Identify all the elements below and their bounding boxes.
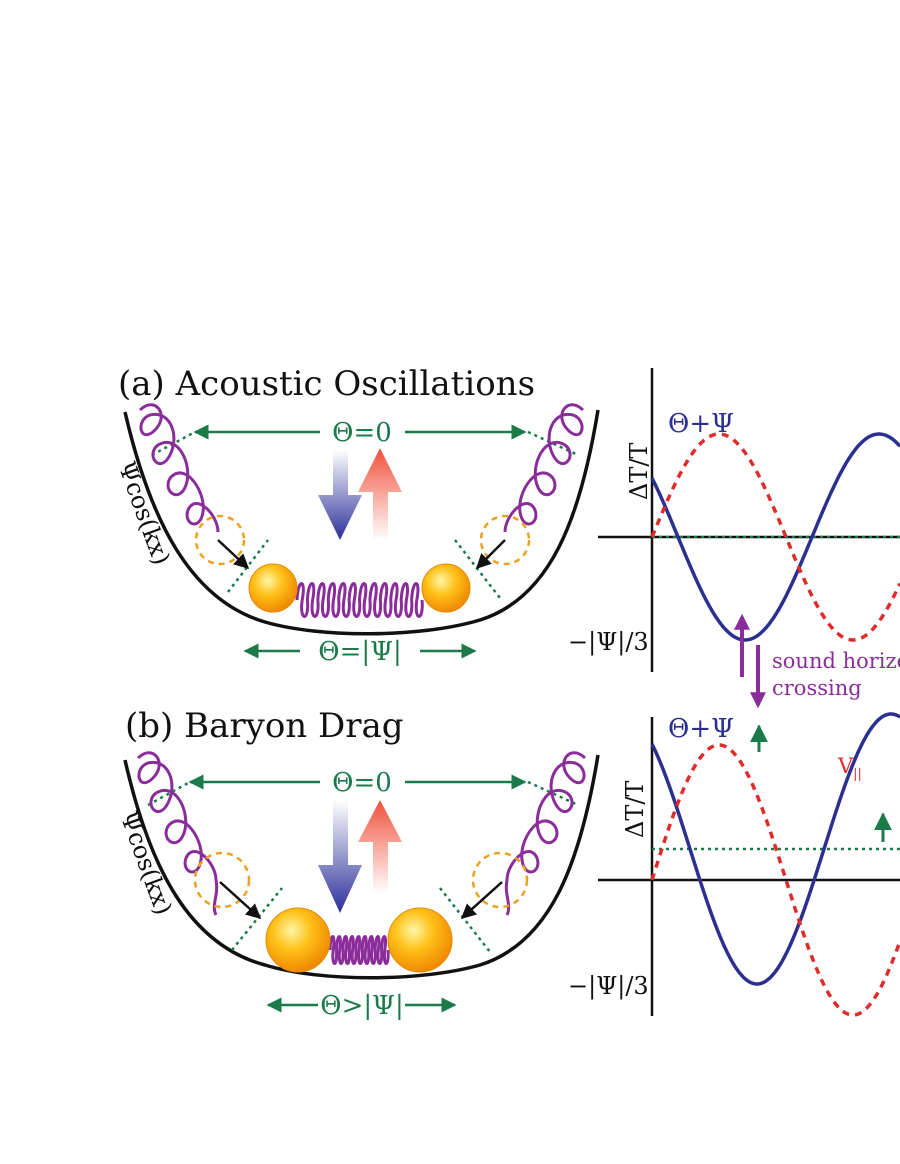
spring-icon-right-b bbox=[504, 751, 587, 916]
tangent-top-right-b bbox=[527, 780, 579, 807]
min-label-b: −|Ψ|/3 bbox=[568, 972, 649, 1001]
panel-b-title: (b) Baryon Drag bbox=[125, 706, 404, 746]
axis-label-a: ΔT/T bbox=[625, 443, 653, 500]
potential-well-b bbox=[123, 754, 600, 980]
cold-arrow-icon-b bbox=[318, 800, 362, 913]
force-arrow-right bbox=[475, 539, 506, 570]
velocity-label-b: V|| bbox=[837, 754, 862, 782]
theta-psi-label-b: Θ+Ψ bbox=[668, 714, 734, 744]
panel-a: (a) Acoustic Oscillations Ψcos(kx) Θ=0 bbox=[112, 364, 900, 672]
baryon-ball-icon-left-b bbox=[265, 907, 331, 973]
theta-plus-psi-curve-b bbox=[650, 712, 900, 986]
rest-position-right bbox=[479, 514, 531, 566]
sound-horizon-line1: sound horizon bbox=[772, 649, 900, 673]
velocity-curve-b bbox=[650, 743, 900, 1017]
spring-icon-left bbox=[138, 403, 220, 533]
tangent-top-right bbox=[527, 430, 579, 457]
hot-arrow-icon-b bbox=[358, 800, 402, 893]
force-arrow-left bbox=[217, 539, 250, 570]
bottom-theta-label-b: Θ>|Ψ| bbox=[320, 991, 403, 1021]
spring-icon-center bbox=[295, 582, 424, 618]
rest-position-left-b bbox=[193, 851, 251, 909]
spring-icon-left-b bbox=[136, 751, 219, 916]
bottom-theta-label: Θ=|Ψ| bbox=[318, 637, 401, 667]
spring-icon-center-b bbox=[328, 935, 390, 965]
potential-well bbox=[123, 409, 600, 636]
hot-arrow-icon bbox=[358, 448, 402, 540]
rest-position-right-b bbox=[471, 851, 529, 909]
min-label-a: −|Ψ|/3 bbox=[568, 628, 649, 657]
tangent-top-left bbox=[151, 430, 196, 457]
sound-horizon-marker: sound horizon crossing bbox=[734, 613, 900, 709]
rest-position-left bbox=[194, 514, 246, 566]
panel-b: (b) Baryon Drag Ψcos(kx) Θ=0 Θ>|Ψ| bbox=[114, 706, 900, 1021]
baryon-ball-icon-right-b bbox=[387, 907, 453, 973]
velocity-curve-a bbox=[650, 432, 900, 642]
force-arrow-left-b bbox=[219, 881, 262, 920]
top-theta-label-b: Θ=0 bbox=[332, 768, 392, 798]
axis-label-b: ΔT/T bbox=[621, 781, 649, 838]
potential-label: Ψcos(kx) bbox=[112, 457, 175, 568]
cold-arrow-icon bbox=[318, 450, 362, 540]
top-theta-label: Θ=0 bbox=[332, 418, 392, 448]
sound-horizon-line2: crossing bbox=[772, 676, 862, 700]
force-arrow-right-b bbox=[460, 881, 503, 920]
theta-plus-psi-curve-a bbox=[650, 432, 900, 642]
theta-psi-label-a: Θ+Ψ bbox=[668, 409, 734, 439]
baryon-ball-icon-right bbox=[421, 563, 471, 613]
baryon-ball-icon-left bbox=[248, 563, 298, 613]
spring-icon-right bbox=[503, 403, 585, 533]
tangent-top-left-b bbox=[147, 780, 191, 807]
panel-a-title: (a) Acoustic Oscillations bbox=[118, 364, 535, 404]
